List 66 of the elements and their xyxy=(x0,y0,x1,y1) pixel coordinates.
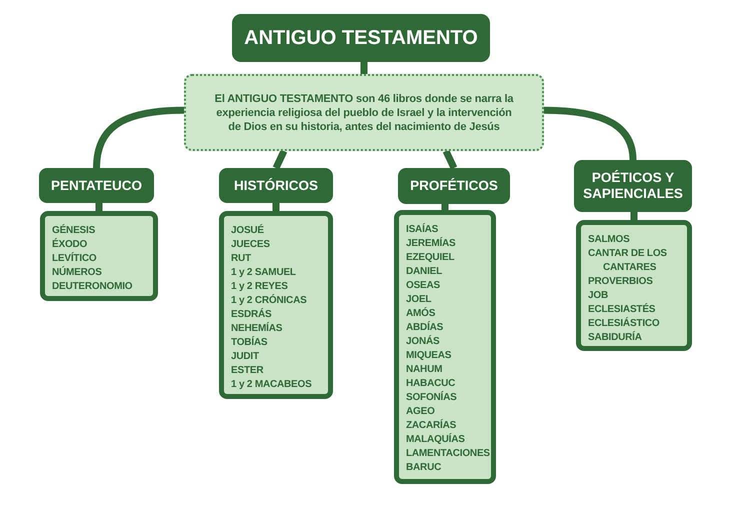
book-name: 1 y 2 SAMUEL xyxy=(231,266,296,280)
book-name: NAHUM xyxy=(406,363,442,377)
book-name: 1 y 2 REYES xyxy=(231,280,288,294)
book-name: ÉXODO xyxy=(52,238,88,252)
book-name: AGEO xyxy=(406,405,435,419)
connector-line xyxy=(442,150,458,170)
category-box xyxy=(398,168,510,204)
book-name: JONÁS xyxy=(406,335,440,349)
book-name: NÚMEROS xyxy=(52,266,102,280)
title-text: ANTIGUO TESTAMENTO xyxy=(244,26,478,50)
book-name: AMÓS xyxy=(406,307,436,321)
book-name: JOEL xyxy=(406,293,432,307)
book-name: MALAQUÍAS xyxy=(406,433,465,447)
book-name: MIQUEAS xyxy=(406,349,452,363)
book-name: ABDÍAS xyxy=(406,321,444,335)
book-name: 1 y 2 CRÓNICAS xyxy=(231,294,307,308)
book-name: OSEAS xyxy=(406,279,440,293)
connector-line xyxy=(272,150,288,170)
book-name: DANIEL xyxy=(406,265,442,279)
book-name: ZACARÍAS xyxy=(406,419,456,433)
description-text: El ANTIGUO TESTAMENTO son 46 libros donde se narra la experiencia religiosa del pueblo de Israel y la intervención de Dios en su historia, antes del nacimiento de Jesús xyxy=(214,92,514,134)
book-name: EZEQUIEL xyxy=(406,251,454,265)
book-list-box xyxy=(219,211,333,399)
connector-line xyxy=(96,203,102,211)
connector-line xyxy=(544,106,636,160)
book-name: LEVÍTICO xyxy=(52,252,97,266)
book-name: SABIDURÍA xyxy=(588,331,642,345)
book-name: NEHEMÍAS xyxy=(231,322,282,336)
book-name: RUT xyxy=(231,252,251,266)
book-name: ESTER xyxy=(231,364,264,378)
book-name: BARUC xyxy=(406,461,442,475)
category-label: PROFÉTICOS xyxy=(410,178,498,194)
book-name: ECLESIÁSTICO xyxy=(588,317,660,331)
category-label: PENTATEUCO xyxy=(51,178,142,194)
book-name: SALMOS xyxy=(588,233,630,247)
book-name: JOB xyxy=(588,289,608,303)
category-box xyxy=(574,160,692,212)
book-name: ESDRÁS xyxy=(231,308,272,322)
book-name: JUDIT xyxy=(231,350,259,364)
title-box xyxy=(232,14,490,62)
book-name: GÉNESIS xyxy=(52,224,96,238)
book-name: HABACUC xyxy=(406,377,456,391)
category-box xyxy=(39,168,154,203)
book-name: LAMENTACIONES xyxy=(406,447,490,461)
book-name: TOBÍAS xyxy=(231,336,268,350)
book-name: PROVERBIOS xyxy=(588,275,653,289)
connector-line xyxy=(272,203,280,211)
book-name: JOSUÉ xyxy=(231,224,264,238)
book-name: ISAÍAS xyxy=(406,223,438,237)
book-name: CANTAR DE LOS CANTARES xyxy=(588,247,668,275)
book-list-box xyxy=(40,211,158,301)
book-name: DEUTERONOMIO xyxy=(52,280,132,294)
category-label: HISTÓRICOS xyxy=(234,178,318,194)
connector-line xyxy=(93,106,184,168)
book-list-box xyxy=(394,210,496,484)
book-name: SOFONÍAS xyxy=(406,391,457,405)
book-name: JEREMÍAS xyxy=(406,237,456,251)
category-label: POÉTICOS Y SAPIENCIALES xyxy=(582,170,684,202)
book-name: ECLESIASTÉS xyxy=(588,303,656,317)
book-name: JUECES xyxy=(231,238,270,252)
book-name: 1 y 2 MACABEOS xyxy=(231,378,312,392)
connector-line xyxy=(630,212,638,220)
description-box xyxy=(184,74,544,151)
category-box xyxy=(219,168,333,203)
book-list-box xyxy=(576,220,692,351)
connector-line xyxy=(360,62,368,74)
